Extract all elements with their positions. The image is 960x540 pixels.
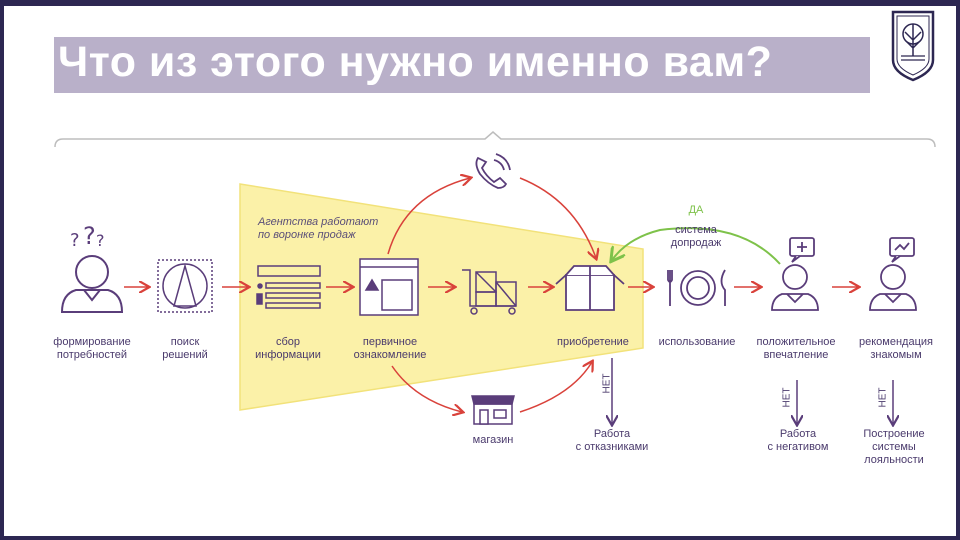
- stage-label-info: сбор информации: [255, 336, 321, 361]
- stage-label-first: первичное ознакомление: [353, 336, 427, 361]
- browser-window-icon: [359, 258, 419, 316]
- phone-icon: [475, 153, 511, 189]
- title-banner: [54, 37, 870, 93]
- no-label-positive: НЕТ: [781, 387, 793, 408]
- no-label-purchase: НЕТ: [601, 373, 613, 394]
- upsell-arrow: [612, 227, 781, 265]
- search-solutions-icon: [157, 259, 213, 313]
- page-title: Что из этого нужно именно вам?: [58, 38, 773, 86]
- plate-icon: [667, 269, 726, 306]
- shop-icon: [471, 395, 515, 425]
- open-box-icon: [555, 265, 625, 311]
- stage-label-purchase: приобретение: [557, 336, 629, 348]
- svg-text:?: ?: [83, 222, 96, 250]
- funnel-note: Агентства работают по воронке продаж: [258, 216, 379, 241]
- sales-funnel-area: [239, 183, 644, 411]
- no-label-recommend: НЕТ: [877, 387, 889, 408]
- person-question-icon: ? ? ?: [60, 222, 124, 313]
- upsell-label: система допродаж: [670, 224, 722, 249]
- stage-label-recommend: рекомендация знакомым: [859, 336, 933, 361]
- info-collection-icon: [256, 265, 321, 309]
- crest-logo-icon: [891, 10, 935, 82]
- person-positive-icon: [771, 237, 819, 311]
- svg-text:?: ?: [96, 231, 105, 250]
- cart-boxes-icon: [462, 269, 517, 315]
- outcome-refusers: Работа с отказниками: [575, 428, 649, 453]
- stage-label-need: формирование потребностей: [53, 336, 131, 361]
- stage-label-use: использование: [658, 336, 736, 348]
- svg-text:?: ?: [70, 230, 80, 251]
- shop-label: магазин: [472, 434, 514, 446]
- top-bracket: [54, 131, 936, 148]
- stage-label-positive: положительное впечатление: [756, 336, 836, 361]
- person-recommend-icon: [869, 237, 917, 311]
- outcome-negative: Работа с негативом: [767, 428, 829, 453]
- yes-label: ДА: [688, 204, 704, 216]
- stage-label-search: поиск решений: [162, 336, 208, 361]
- outcome-loyalty: Построение системы лояльности: [863, 428, 925, 466]
